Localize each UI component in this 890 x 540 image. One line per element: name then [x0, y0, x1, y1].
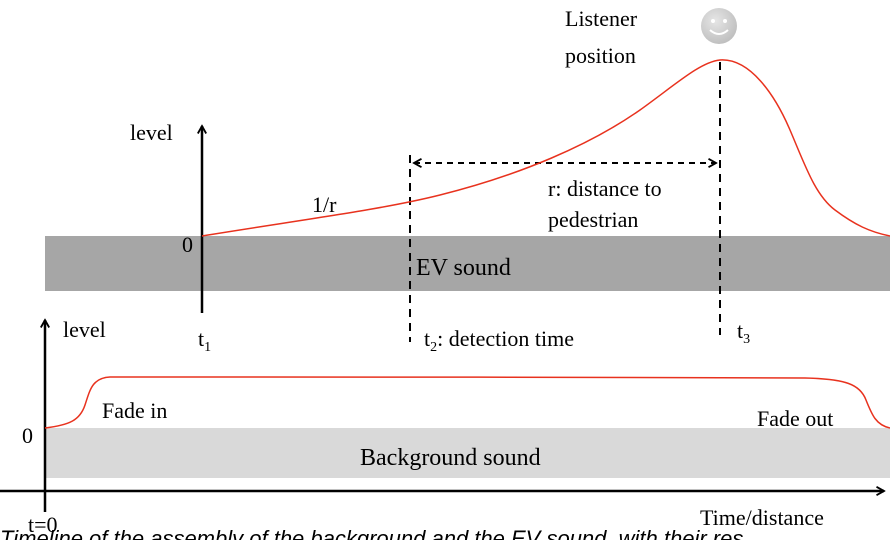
time-axis-label: Time/distance [700, 505, 824, 530]
ev-sound-band [45, 236, 890, 291]
distance-label-line2: pedestrian [548, 207, 638, 232]
figure-caption: Timeline of the assembly of the backgrou… [0, 526, 743, 540]
ev-sound-label: EV sound [416, 255, 511, 281]
top-zero-label: 0 [182, 232, 193, 257]
background-sound-band [45, 428, 890, 478]
t0-label: t=0 [28, 512, 58, 537]
t1-label: t1 [198, 326, 211, 355]
listener-label-line2: position [565, 43, 636, 68]
t2-label: t2: detection time [424, 326, 574, 355]
bottom-zero-label: 0 [22, 423, 33, 448]
t3-label: t3 [737, 318, 750, 347]
listener-smiley-icon [701, 8, 737, 44]
distance-label-line1: r: distance to [548, 176, 662, 201]
ev-level-curve [201, 59, 890, 237]
background-sound-label: Background sound [360, 445, 541, 471]
fade-in-label: Fade in [102, 398, 167, 423]
top-level-label: level [130, 120, 173, 145]
inverse-r-label: 1/r [312, 192, 337, 217]
listener-label-line1: Listener [565, 6, 638, 31]
background-level-curve [44, 376, 890, 429]
bottom-level-label: level [63, 317, 106, 342]
fade-out-label: Fade out [757, 406, 833, 431]
